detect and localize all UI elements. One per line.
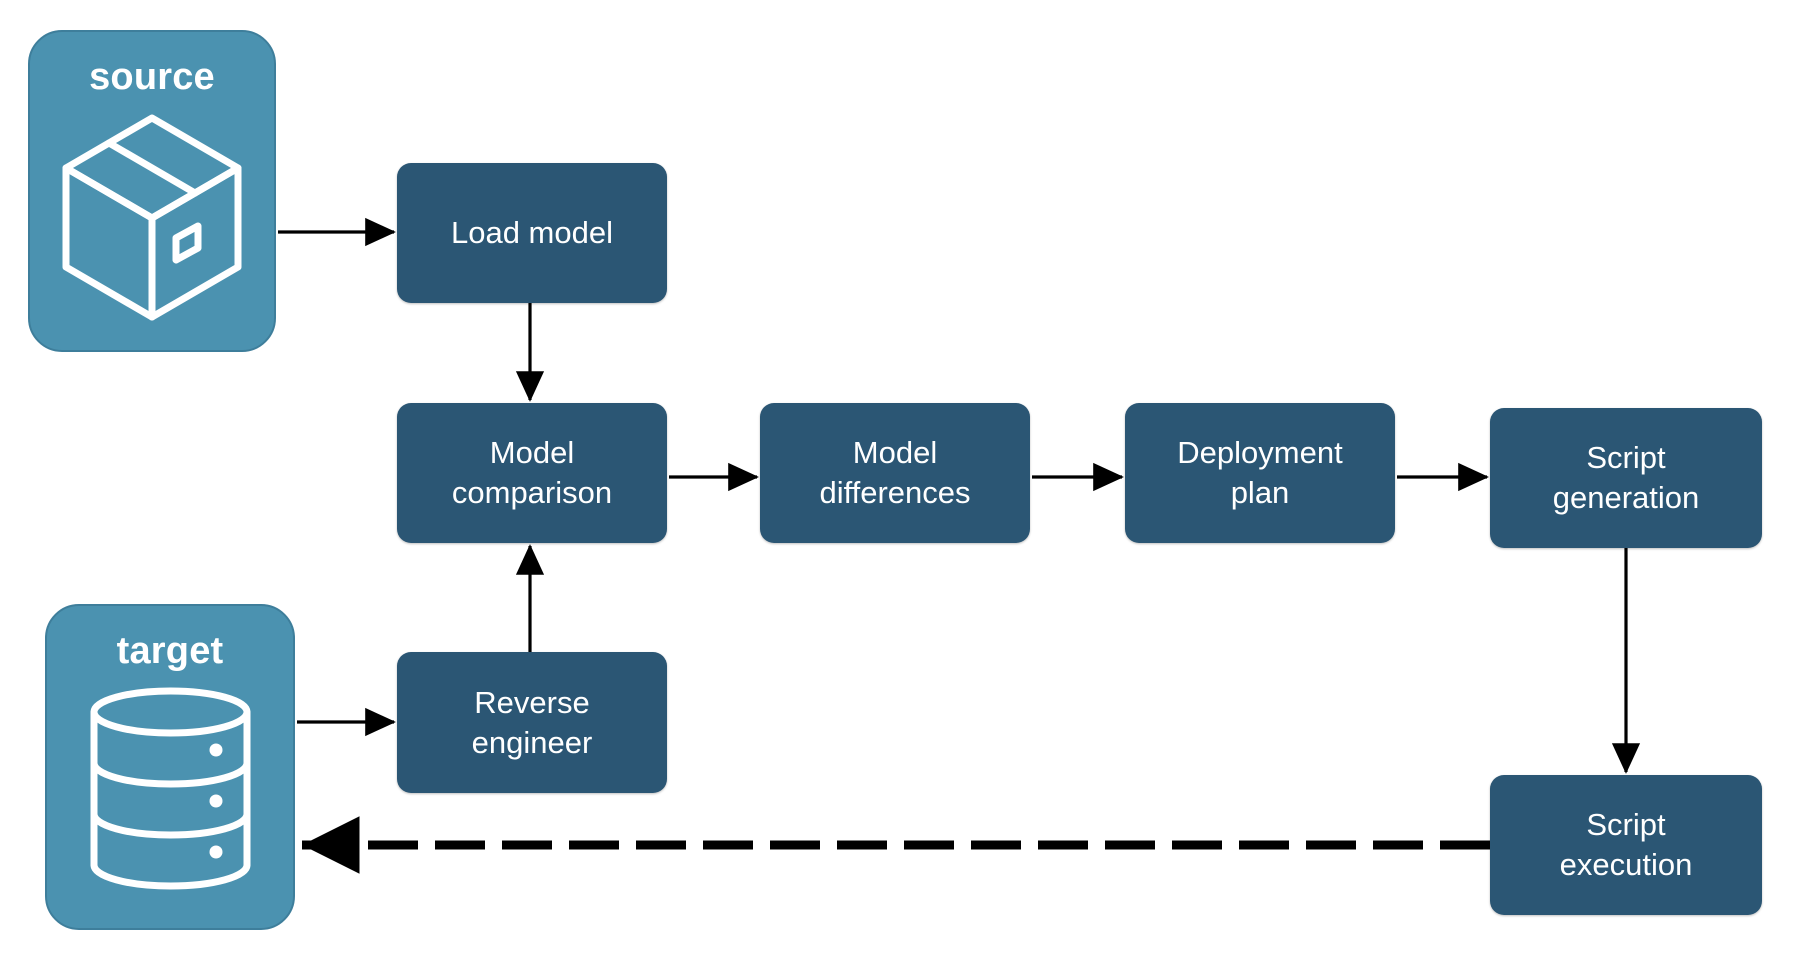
package-box-icon xyxy=(62,114,242,321)
process-reverse-engineer-label: Reverse engineer xyxy=(471,684,593,760)
process-reverse-engineer[interactable]: Reverse engineer xyxy=(397,652,667,793)
process-script-generation-label: Script generation xyxy=(1552,440,1700,515)
process-script-execution-label: Script execution xyxy=(1559,807,1693,882)
endpoint-source-label: source xyxy=(89,56,215,98)
process-model-comparison[interactable]: Model comparison xyxy=(397,403,667,543)
process-model-differences-label: Model differences xyxy=(819,435,971,510)
process-load-model-label: Load model xyxy=(450,215,613,251)
process-load-model[interactable]: Load model xyxy=(397,163,667,303)
database-cylinder-icon xyxy=(90,687,250,890)
process-script-execution[interactable]: Script execution xyxy=(1490,775,1762,915)
process-deployment-plan[interactable]: Deployment plan xyxy=(1125,403,1395,543)
process-model-comparison-label: Model comparison xyxy=(451,435,613,510)
process-deployment-plan-label: Deployment plan xyxy=(1177,435,1343,510)
process-script-generation[interactable]: Script generation xyxy=(1490,408,1762,548)
process-model-differences[interactable]: Model differences xyxy=(760,403,1030,543)
endpoint-source[interactable]: source xyxy=(28,30,276,352)
endpoint-target[interactable]: target xyxy=(45,604,295,930)
endpoint-target-label: target xyxy=(116,630,224,672)
